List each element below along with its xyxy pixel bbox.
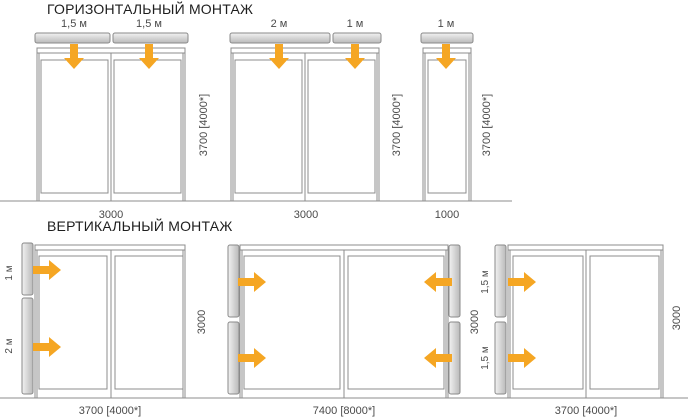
h3-height-label: 3700 [4000*] xyxy=(481,94,493,156)
v1-door-leaf-1 xyxy=(38,255,108,390)
v2-door-leaf-2 xyxy=(347,255,445,390)
h2-unit-1-label: 2 м xyxy=(271,18,288,30)
h2-door-leaf-2 xyxy=(307,59,376,194)
v2-width-label: 7400 [8000*] xyxy=(313,405,375,417)
horizontal-mounting-title: ГОРИЗОНТАЛЬНЫЙ МОНТАЖ xyxy=(47,1,254,17)
h3-door-frame xyxy=(422,47,472,202)
v3-unit-1-label: 1,5 м xyxy=(480,270,491,294)
v3-curtain-unit-1 xyxy=(494,244,507,318)
v1-curtain-unit-1 xyxy=(21,242,34,296)
h2-airflow-arrow-1 xyxy=(269,44,289,69)
v2-curtain-unit-left-bottom xyxy=(227,321,240,395)
v3-unit-2-label: 1,5 м xyxy=(480,346,491,370)
h3-door-leaf-1 xyxy=(427,59,467,194)
h2-height-label: 3700 [4000*] xyxy=(391,94,403,156)
v2-door-leaf-1 xyxy=(243,255,341,390)
h1-airflow-arrow-2 xyxy=(139,44,159,69)
h1-airflow-arrow-1 xyxy=(64,44,84,69)
h1-height-label: 3700 [4000*] xyxy=(198,94,210,156)
v1-door-leaf-2 xyxy=(114,255,184,390)
h3-curtain-unit-1 xyxy=(420,32,474,44)
h1-curtain-unit-2 xyxy=(112,32,189,44)
h3-airflow-arrow-1 xyxy=(436,44,456,69)
v3-curtain-unit-2 xyxy=(494,321,507,395)
h2-airflow-arrow-2 xyxy=(345,44,365,69)
v3-width-label: 3700 [4000*] xyxy=(555,405,617,417)
h1-door-leaf-1 xyxy=(40,59,109,194)
h1-unit-2-label: 1,5 м xyxy=(136,18,162,30)
h1-unit-1-label: 1,5 м xyxy=(61,18,87,30)
v2-airflow-arrow-2 xyxy=(238,348,266,368)
v1-height-label: 3000 xyxy=(196,310,208,334)
v2-height-label: 3000 xyxy=(469,310,481,334)
h1-curtain-unit-1 xyxy=(34,32,111,44)
v3-airflow-arrow-1 xyxy=(508,272,536,292)
v1-airflow-arrow-2 xyxy=(33,337,61,357)
v2-airflow-arrow-1 xyxy=(238,272,266,292)
v2-curtain-unit-left-top xyxy=(227,244,240,318)
h2-unit-2-label: 1 м xyxy=(347,18,364,30)
v1-width-label: 3700 [4000*] xyxy=(79,405,141,417)
v1-unit-2-label: 2 м xyxy=(4,338,15,353)
h2-curtain-unit-2 xyxy=(332,32,382,44)
v1-door-frame xyxy=(34,244,186,399)
h1-width-label: 3000 xyxy=(99,209,123,221)
v3-door-leaf-2 xyxy=(589,255,660,390)
h2-curtain-unit-1 xyxy=(229,32,331,44)
v2-airflow-arrow-3 xyxy=(424,272,452,292)
h3-width-label: 1000 xyxy=(435,209,459,221)
h2-door-leaf-1 xyxy=(234,59,303,194)
vertical-mounting-title: ВЕРТИКАЛЬНЫЙ МОНТАЖ xyxy=(47,218,233,234)
v3-door-leaf-1 xyxy=(512,255,584,390)
v3-airflow-arrow-2 xyxy=(508,348,536,368)
h2-width-label: 3000 xyxy=(294,209,318,221)
v2-airflow-arrow-4 xyxy=(424,348,452,368)
v3-height-label: 3000 xyxy=(671,306,683,330)
v1-airflow-arrow-1 xyxy=(33,260,61,280)
h1-door-leaf-2 xyxy=(113,59,182,194)
v1-curtain-unit-2 xyxy=(21,297,34,395)
v1-unit-1-label: 1 м xyxy=(4,265,15,280)
h3-unit-1-label: 1 м xyxy=(438,18,455,30)
